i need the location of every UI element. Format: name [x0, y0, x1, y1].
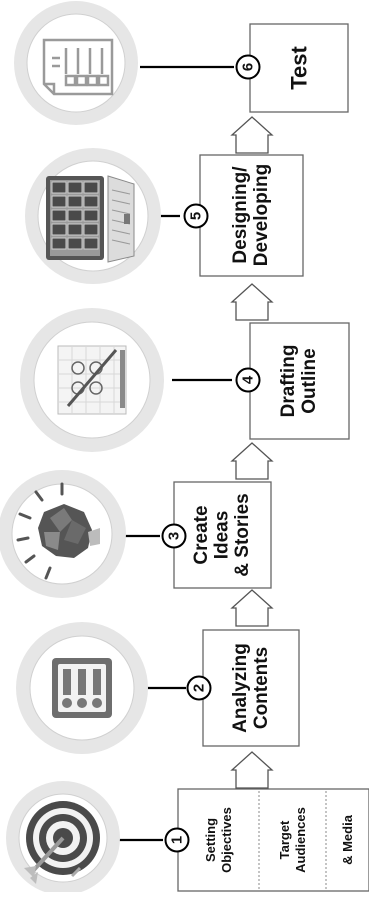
step-1-box-dividers — [258, 791, 327, 889]
step-6-title-line: Test — [287, 46, 312, 90]
step-5-title-line: Designing/ — [230, 166, 251, 264]
step-1-icon-circle — [6, 781, 120, 895]
step-3-icon-circle — [0, 470, 126, 598]
step-3-title-line: & Stories — [232, 493, 253, 576]
step-number-badges: 1 2 3 4 5 6 — [161, 54, 261, 853]
step-4-icon-circle — [20, 308, 164, 452]
step-boxes — [173, 23, 369, 892]
step-3-number: 3 — [166, 532, 183, 540]
step-5-number: 5 — [188, 212, 205, 220]
test-document-icon — [42, 38, 114, 96]
checklist-board-icon — [52, 658, 112, 718]
step-2-badge — [186, 675, 212, 701]
step-2-icon-circle — [16, 622, 148, 754]
step-5-box — [199, 154, 304, 277]
arrow-up-3 — [230, 442, 274, 480]
step-3-badge — [161, 523, 187, 549]
arrow-up-2 — [230, 589, 274, 627]
step-4-badge — [235, 367, 261, 393]
arrow-up-4 — [230, 283, 274, 321]
step-6-number: 6 — [240, 63, 257, 71]
target-dart-icon — [24, 801, 100, 884]
step-3-title-line: Ideas — [212, 511, 233, 560]
blueprint-drafting-icon — [57, 345, 127, 415]
step-4-title-line: Drafting — [278, 345, 299, 418]
step-5-badge — [183, 203, 209, 229]
flow-arrows — [230, 116, 274, 789]
step-1-sub-label: Objectives — [219, 807, 234, 873]
step-3-title-line: Create — [191, 505, 212, 564]
step-4-title-line: Outline — [299, 348, 320, 413]
lightbulb-idea-icon — [16, 482, 100, 580]
step-5-icon-circle — [25, 148, 161, 284]
step-2-title-line: Contents — [251, 647, 272, 729]
step-4-number: 4 — [240, 375, 257, 384]
step-5-title-line: Developing — [251, 164, 272, 266]
arrow-up-1 — [230, 751, 274, 789]
step-1-sub-label: Setting — [203, 818, 218, 862]
step-2-number: 2 — [191, 684, 208, 692]
step-1-box — [177, 788, 369, 892]
step-1-badge — [164, 827, 190, 853]
step-1-sub-label: Audiences — [293, 807, 308, 873]
step-1-number: 1 — [169, 836, 186, 844]
step-4-box — [249, 322, 350, 440]
step-1-sub-label: Target — [277, 820, 292, 859]
step-1-sub-label: & Media — [340, 814, 355, 865]
step-6-box — [249, 23, 349, 113]
step-6-badge — [235, 54, 261, 80]
arrow-up-5 — [230, 116, 274, 154]
step-2-box — [202, 629, 300, 747]
computer-design-icon — [46, 175, 135, 263]
step-2-title-line: Analyzing — [230, 643, 251, 733]
step-6-icon-circle — [14, 1, 138, 125]
step-3-box — [173, 481, 272, 589]
